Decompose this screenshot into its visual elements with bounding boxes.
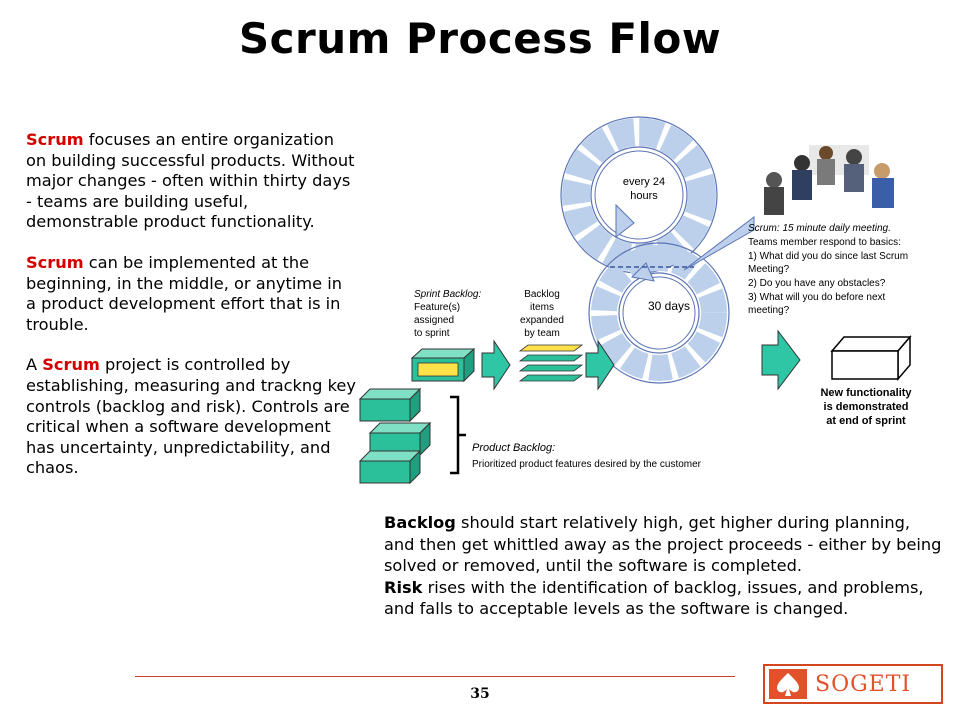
sprint-backlog-line-3: assigned bbox=[414, 315, 454, 326]
paragraph-3-text: project is controlled by establishing, m… bbox=[26, 355, 356, 478]
sprint-backlog-label: Sprint Backlog: Feature(s) assigned to s… bbox=[414, 289, 481, 339]
keyword-backlog: Backlog bbox=[384, 513, 456, 532]
risk-paragraph-text: rises with the identification of backlog… bbox=[384, 577, 924, 619]
backlog-paragraph-text: should start relatively high, get higher… bbox=[384, 513, 942, 575]
scrum-note-line-5: 2) Do you have any obstacles? bbox=[748, 278, 886, 289]
paragraph-3-prefix: A bbox=[26, 355, 43, 375]
daily-cycle-label-1: every 24 bbox=[623, 176, 665, 188]
product-backlog-title: Product Backlog: bbox=[472, 442, 555, 454]
scrum-note-line-4: Meeting? bbox=[748, 264, 790, 275]
backlog-paragraph: Backlog should start relatively high, ge… bbox=[384, 512, 944, 577]
product-backlog-stack bbox=[358, 387, 432, 485]
keyword-scrum: Scrum bbox=[26, 130, 84, 149]
page-title: Scrum Process Flow bbox=[238, 14, 722, 63]
logo-text: SOGETI bbox=[815, 672, 912, 697]
risk-paragraph: Risk rises with the identification of ba… bbox=[384, 577, 944, 620]
team-meeting-illustration bbox=[764, 145, 894, 215]
flow-arrow-3 bbox=[761, 329, 801, 391]
sprint-cycle-label: 30 days bbox=[648, 299, 690, 313]
controls-explanation: Backlog should start relatively high, ge… bbox=[384, 512, 944, 620]
sprint-cycle-ring: 30 days bbox=[588, 242, 730, 384]
sprint-backlog-box bbox=[410, 347, 476, 383]
sprint-backlog-line-1: Sprint Backlog: bbox=[414, 289, 481, 300]
daily-cycle-label-2: hours bbox=[630, 190, 658, 202]
backlog-items-line-2: items bbox=[530, 302, 554, 313]
sprint-backlog-line-2: Feature(s) bbox=[414, 302, 460, 313]
sogeti-logo: SOGETI bbox=[763, 664, 943, 704]
flow-arrow-2 bbox=[585, 339, 615, 391]
callout-pointer bbox=[683, 215, 755, 271]
scrum-note-line-3: 1) What did you do since last Scrum bbox=[748, 251, 908, 262]
page-number: 35 bbox=[470, 686, 490, 702]
paragraph-3: A Scrum project is controlled by establi… bbox=[26, 355, 356, 479]
keyword-scrum: Scrum bbox=[42, 355, 100, 375]
backlog-items-line-3: expanded bbox=[520, 315, 564, 326]
backlog-items-line-1: Backlog bbox=[524, 289, 560, 300]
new-functionality-line-3: at end of sprint bbox=[826, 415, 906, 427]
spade-icon bbox=[769, 669, 807, 699]
scrum-note-line-6: 3) What will you do before next bbox=[748, 292, 886, 303]
new-functionality-line-1: New functionality bbox=[820, 387, 912, 399]
scrum-process-diagram: every 24 hours 30 days Scrum: 15 minute … bbox=[358, 116, 912, 485]
paragraph-1-text: focuses an entire organization on buildi… bbox=[26, 130, 355, 232]
expanded-backlog-stack bbox=[518, 344, 584, 382]
backlog-items-label: Backlog items expanded by team bbox=[520, 289, 564, 339]
sprint-backlog-line-4: to sprint bbox=[414, 328, 450, 339]
scrum-meeting-note: Scrum: 15 minute daily meeting. Teams me… bbox=[748, 223, 908, 316]
paragraph-1: Scrum focuses an entire organization on … bbox=[26, 130, 356, 233]
scrum-note-line-1: Scrum: 15 minute daily meeting. bbox=[748, 223, 891, 234]
product-backlog-description: Prioritized product features desired by … bbox=[472, 459, 702, 470]
new-functionality-line-2: is demonstrated bbox=[824, 401, 909, 413]
keyword-scrum: Scrum bbox=[26, 252, 84, 272]
scrum-note-line-2: Teams member respond to basics: bbox=[748, 237, 901, 248]
flow-arrow-1 bbox=[481, 339, 511, 391]
intro-text: Scrum focuses an entire organization on … bbox=[26, 130, 356, 499]
paragraph-2-text: can be implemented at the beginning, in … bbox=[26, 252, 342, 334]
product-backlog-bracket bbox=[450, 395, 466, 475]
scrum-note-line-7: meeting? bbox=[748, 305, 790, 316]
new-functionality-box bbox=[830, 334, 912, 382]
backlog-items-line-4: by team bbox=[524, 328, 560, 339]
footer-divider bbox=[135, 676, 735, 677]
new-functionality-label: New functionality is demonstrated at end… bbox=[820, 387, 912, 427]
paragraph-2: Scrum can be implemented at the beginnin… bbox=[26, 253, 356, 335]
keyword-risk: Risk bbox=[384, 577, 423, 597]
